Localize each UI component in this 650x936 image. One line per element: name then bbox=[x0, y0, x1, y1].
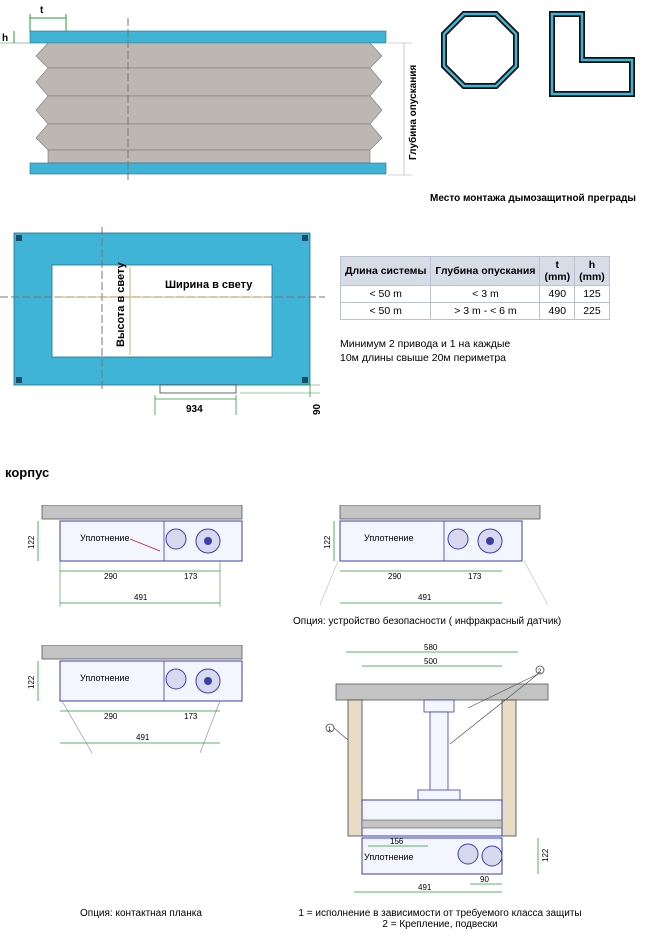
mount-dim-90: 90 bbox=[480, 875, 489, 884]
spec-cell: 225 bbox=[574, 302, 610, 320]
note-line: 10м длины свыше 20м периметра bbox=[340, 352, 506, 364]
l-profile-icon bbox=[549, 11, 635, 97]
spec-cell: 490 bbox=[539, 285, 576, 303]
mount-dim-122: 122 bbox=[541, 848, 550, 862]
mount-dim-580: 580 bbox=[424, 643, 438, 652]
label-h: h bbox=[2, 33, 8, 44]
spec-table-header: Длина системы Глубина опускания t (mm) h… bbox=[339, 256, 610, 286]
table-row: < 50 m > 3 m - < 6 m 490 225 bbox=[339, 302, 610, 320]
plan-dim-934: 934 bbox=[186, 404, 203, 415]
spec-table: Длина системы Глубина опускания t (mm) h… bbox=[339, 256, 610, 320]
plan-width-label: Ширина в свету bbox=[165, 279, 253, 291]
spec-cell: 125 bbox=[574, 285, 610, 303]
spec-header: Глубина опускания bbox=[430, 256, 541, 286]
housing-dim-290: 290 bbox=[388, 572, 402, 581]
mount-marker-2: 2 bbox=[538, 669, 542, 675]
octagon-profile-icon bbox=[441, 11, 519, 89]
mount-dim-491: 491 bbox=[418, 883, 432, 892]
footnote: 2 = Крепление, подвески bbox=[382, 919, 498, 930]
housing-diagram-1: Уплотнение 122 290 173 491 bbox=[27, 505, 243, 607]
housing-dim-491: 491 bbox=[136, 733, 150, 742]
mount-dim-500: 500 bbox=[424, 657, 438, 666]
caption-mounting: Место монтажа дымозащитной преграды bbox=[430, 193, 636, 204]
housing-dim-122: 122 bbox=[27, 675, 36, 689]
housing-dim-290: 290 bbox=[104, 572, 118, 581]
label-t: t bbox=[40, 5, 44, 16]
caption-option-sensor: Опция: устройство безопасности ( инфракр… bbox=[293, 616, 562, 627]
note-line: Минимум 2 привода и 1 на каждые bbox=[340, 338, 511, 350]
footnote: 1 = исполнение в зависимости от требуемо… bbox=[298, 908, 582, 919]
spec-cell: < 3 m bbox=[430, 285, 541, 303]
spec-cell: 490 bbox=[539, 302, 576, 320]
table-row: < 50 m < 3 m 490 125 bbox=[339, 285, 610, 303]
spec-cell: < 50 m bbox=[339, 285, 432, 303]
curtain-front-diagram: t h Глубина опускания bbox=[0, 5, 419, 180]
footnotes: 1 = исполнение в зависимости от требуемо… bbox=[290, 908, 590, 930]
spec-header: t (mm) bbox=[539, 256, 576, 286]
housing-dim-491: 491 bbox=[418, 593, 432, 602]
housing-seal-label: Уплотнение bbox=[80, 673, 129, 683]
drive-note: Минимум 2 привода и 1 на каждые 10м длин… bbox=[340, 337, 510, 365]
depth-label: Глубина опускания bbox=[407, 65, 419, 160]
housing-dim-173: 173 bbox=[184, 572, 198, 581]
housing-dim-491: 491 bbox=[134, 593, 148, 602]
spec-cell: < 50 m bbox=[339, 302, 432, 320]
spec-cell: > 3 m - < 6 m bbox=[430, 302, 541, 320]
section-title: корпус bbox=[5, 465, 50, 480]
housing-diagram-2: Уплотнение 122 290 173 491 bbox=[319, 505, 549, 606]
spec-header-t: t (mm) bbox=[544, 259, 571, 283]
plan-height-label: Высота в свету bbox=[115, 261, 127, 347]
plan-view-diagram: Ширина в свету Высота в свету 934 90 bbox=[0, 227, 325, 415]
mount-seal-label: Уплотнение bbox=[364, 852, 413, 862]
housing-dim-173: 173 bbox=[468, 572, 482, 581]
housing-seal-label: Уплотнение bbox=[364, 533, 413, 543]
housing-seal-label: Уплотнение bbox=[80, 533, 129, 543]
spec-header: Длина системы bbox=[339, 256, 432, 286]
spec-header-h: h (mm) bbox=[579, 259, 605, 283]
caption-option-contact: Опция: контактная планка bbox=[80, 908, 202, 919]
housing-diagram-3: Уплотнение 122 290 173 491 bbox=[27, 645, 243, 754]
spec-header: h (mm) bbox=[574, 256, 610, 286]
plan-dim-90: 90 bbox=[312, 403, 323, 415]
housing-dim-173: 173 bbox=[184, 712, 198, 721]
mount-dim-156: 156 bbox=[390, 837, 404, 846]
housing-dim-290: 290 bbox=[104, 712, 118, 721]
housing-dim-122: 122 bbox=[27, 535, 36, 549]
housing-dim-122: 122 bbox=[323, 535, 332, 549]
mount-marker-1: 1 bbox=[328, 727, 332, 733]
mounting-diagram: 580 500 1 2 156 Уплотнение 90 122 491 bbox=[325, 643, 550, 893]
